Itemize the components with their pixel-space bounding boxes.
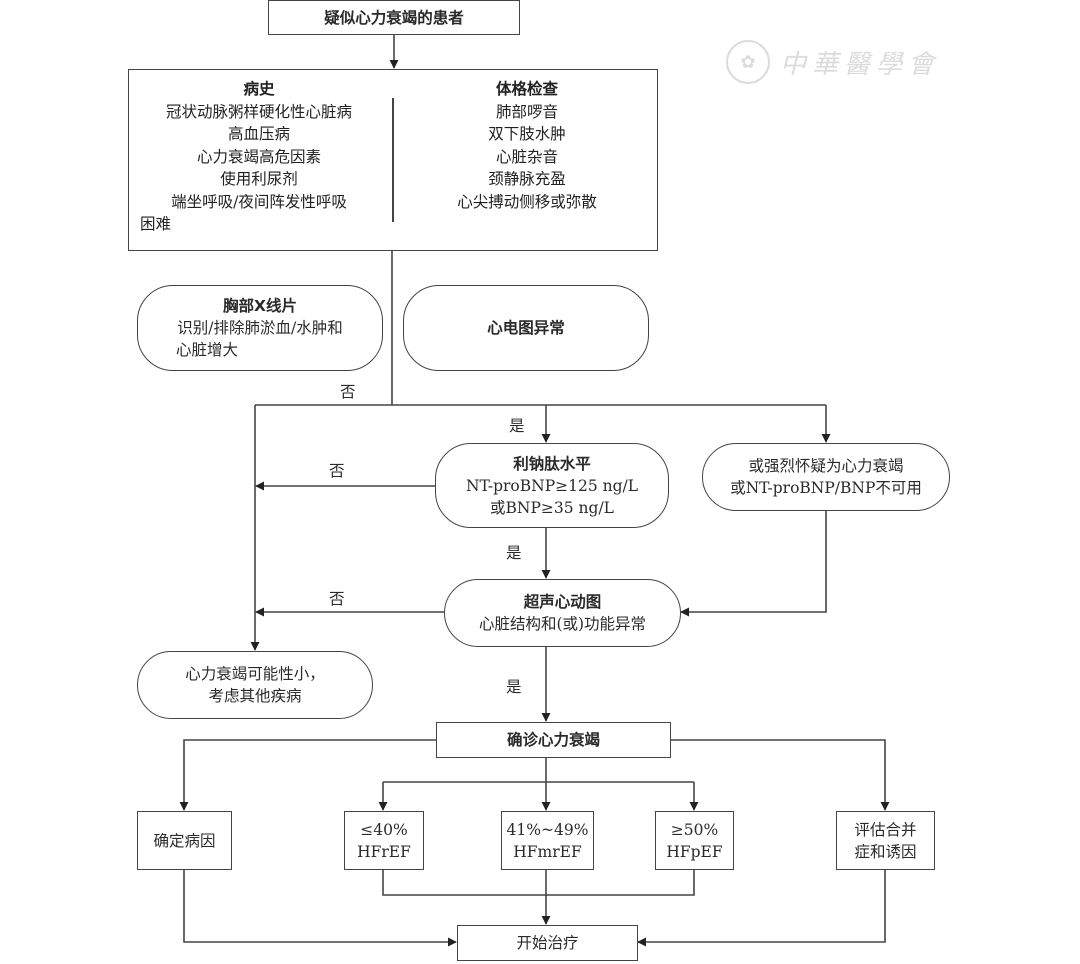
strong-suspicion-line: 或NT-proBNP/BNP不可用 (730, 479, 922, 497)
physical-exam-item: 颈静脉充盈 (488, 170, 566, 188)
watermark: ✿ 中華醫學會 (726, 40, 940, 84)
node-determine-etiology: 确定病因 (137, 811, 232, 870)
chest-xray-line: 识别/排除肺淤血/水肿和 (177, 319, 343, 337)
hfref-line: HFrEF (357, 842, 411, 861)
chest-xray-line: 心脏增大 (176, 341, 239, 359)
history-item: 高血压病 (227, 125, 290, 143)
history-item: 冠状动脉粥样硬化性心脏病 (165, 102, 352, 121)
node-hfpef: ≥50% HFpEF (655, 811, 734, 870)
edge-label-yes: 是 (506, 544, 522, 562)
node-hfref: ≤40% HFrEF (344, 811, 424, 870)
edge-label-no: 否 (329, 590, 345, 608)
history-item: 端坐呼吸/夜间阵发性呼吸 (171, 192, 347, 211)
comorbidity-line: 症和诱因 (854, 842, 917, 861)
node-assess-comorbidity: 评估合并 症和诱因 (836, 811, 935, 870)
physical-exam-column: 体格检查 肺部啰音 双下肢水肿 心脏杂音 颈静脉充盈 心尖搏动侧移或弥散 (398, 78, 656, 213)
hfmref-line: 41%~49% (506, 820, 589, 839)
natriuretic-line: 或BNP≥35 ng/L (490, 498, 614, 517)
natriuretic-line: NT-proBNP≥125 ng/L (465, 476, 639, 495)
line-hfref-merge (382, 869, 695, 896)
node-hf-diagnosed: 确诊心力衰竭 (436, 722, 671, 758)
physical-exam-item: 双下肢水肿 (488, 125, 566, 143)
physical-exam-item: 心尖搏动侧移或弥散 (457, 192, 597, 211)
edge-label-yes: 是 (506, 678, 522, 696)
node-suspected-label: 疑似心力衰竭的患者 (324, 8, 464, 27)
echo-line: 心脏结构和(或)功能异常 (478, 615, 647, 633)
history-item: 困难 (140, 215, 172, 233)
comorbidity-line: 评估合并 (854, 820, 917, 839)
physical-exam-item: 肺部啰音 (495, 102, 558, 121)
edge-label-no: 否 (340, 383, 356, 401)
unlikely-line: 心力衰竭可能性小， (185, 665, 325, 683)
echo-heading: 超声心动图 (523, 593, 602, 611)
watermark-text: 中華醫學會 (780, 49, 941, 80)
edge-label-no: 否 (329, 462, 345, 480)
hfref-line: ≤40% (360, 820, 408, 839)
node-suspected-patient: 疑似心力衰竭的患者 (268, 0, 520, 35)
hfmref-line: HFmrEF (513, 842, 582, 861)
arrow-to-comorbidity (670, 739, 890, 811)
natriuretic-heading: 利钠肽水平 (513, 454, 591, 473)
diagnosed-label: 确诊心力衰竭 (506, 731, 600, 749)
arrow-strong-suspicion-to-echo (680, 510, 827, 617)
node-hfmref: 41%~49% HFmrEF (501, 811, 594, 870)
etiology-label: 确定病因 (153, 831, 216, 850)
node-strong-suspicion: 或强烈怀疑为心力衰竭 或NT-proBNP/BNP不可用 (702, 443, 950, 511)
history-item: 使用利尿剂 (220, 170, 298, 188)
physical-exam-heading: 体格检查 (495, 80, 558, 98)
arrow-to-etiology (179, 739, 436, 811)
history-item: 心力衰竭高危因素 (196, 147, 321, 166)
history-column: 病史 冠状动脉粥样硬化性心脏病 高血压病 心力衰竭高危因素 使用利尿剂 端坐呼吸… (128, 78, 390, 236)
node-echocardiogram: 超声心动图 心脏结构和(或)功能异常 (444, 579, 681, 647)
arrow-comorbidity-to-treatment (637, 869, 886, 947)
node-chest-xray: 胸部X线片 识别/排除肺淤血/水肿和 心脏增大 (137, 285, 383, 371)
hfpef-line: HFpEF (666, 842, 723, 861)
arrow-etiology-to-treatment (183, 869, 457, 947)
start-treatment-label: 开始治疗 (516, 934, 579, 952)
hfpef-line: ≥50% (670, 820, 719, 839)
edge-label-yes: 是 (509, 417, 525, 435)
node-natriuretic-peptide: 利钠肽水平 NT-proBNP≥125 ng/L 或BNP≥35 ng/L (435, 443, 669, 528)
strong-suspicion-line: 或强烈怀疑为心力衰竭 (748, 457, 904, 475)
ecg-label: 心电图异常 (487, 319, 565, 337)
node-hf-unlikely: 心力衰竭可能性小， 考虑其他疾病 (137, 651, 373, 719)
node-ecg-abnormal: 心电图异常 (403, 285, 649, 371)
physical-exam-item: 心脏杂音 (495, 147, 558, 166)
node-start-treatment: 开始治疗 (457, 925, 638, 961)
history-heading: 病史 (243, 80, 275, 98)
unlikely-line: 考虑其他疾病 (208, 687, 302, 705)
society-seal-icon: ✿ (726, 40, 770, 84)
assessment-divider (392, 98, 394, 222)
chest-xray-heading: 胸部X线片 (223, 297, 297, 315)
